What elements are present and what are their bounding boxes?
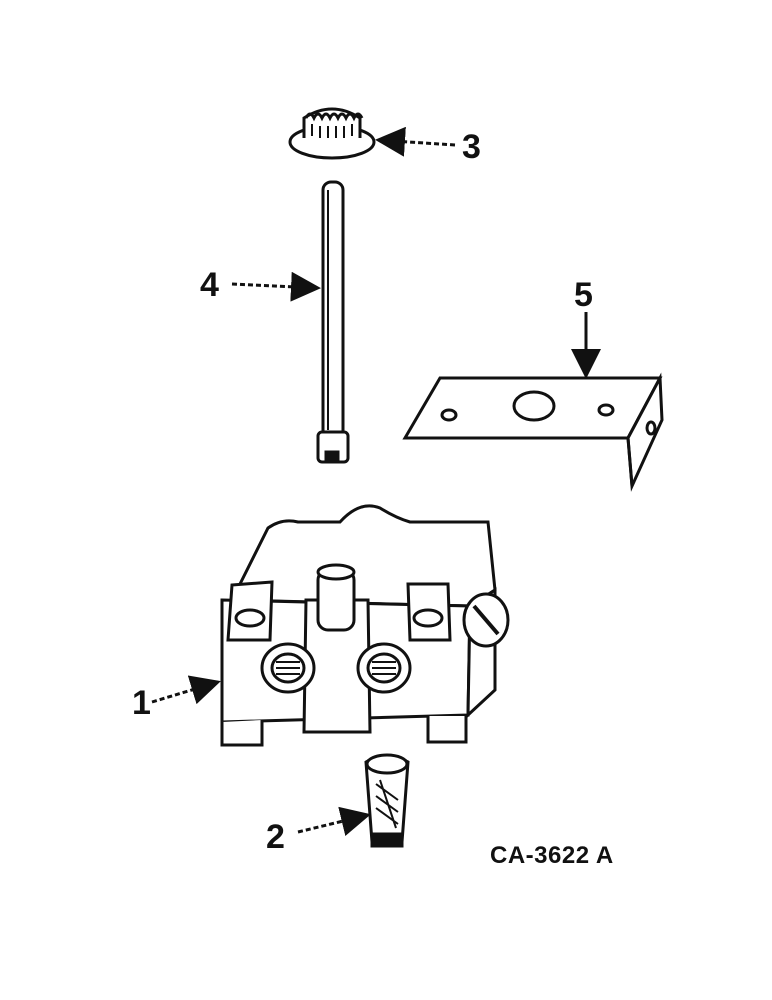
figure-code-label: CA-3622 A [490, 842, 614, 869]
callout-2-leader [297, 806, 371, 836]
callout-1-label: 1 [132, 684, 151, 722]
callout-3-leader [375, 126, 456, 157]
callout-4-label: 4 [200, 266, 219, 304]
callout-2-label: 2 [266, 818, 285, 856]
callout-5-label: 5 [574, 276, 593, 314]
rod-part [316, 180, 350, 464]
plug-part [364, 753, 410, 848]
callout-1-leader [151, 675, 221, 705]
bracket-part [402, 372, 664, 492]
callout-3-label: 3 [462, 128, 481, 166]
valve-body-part [220, 504, 510, 747]
callout-4-leader [231, 271, 321, 302]
cap-part [288, 107, 376, 160]
